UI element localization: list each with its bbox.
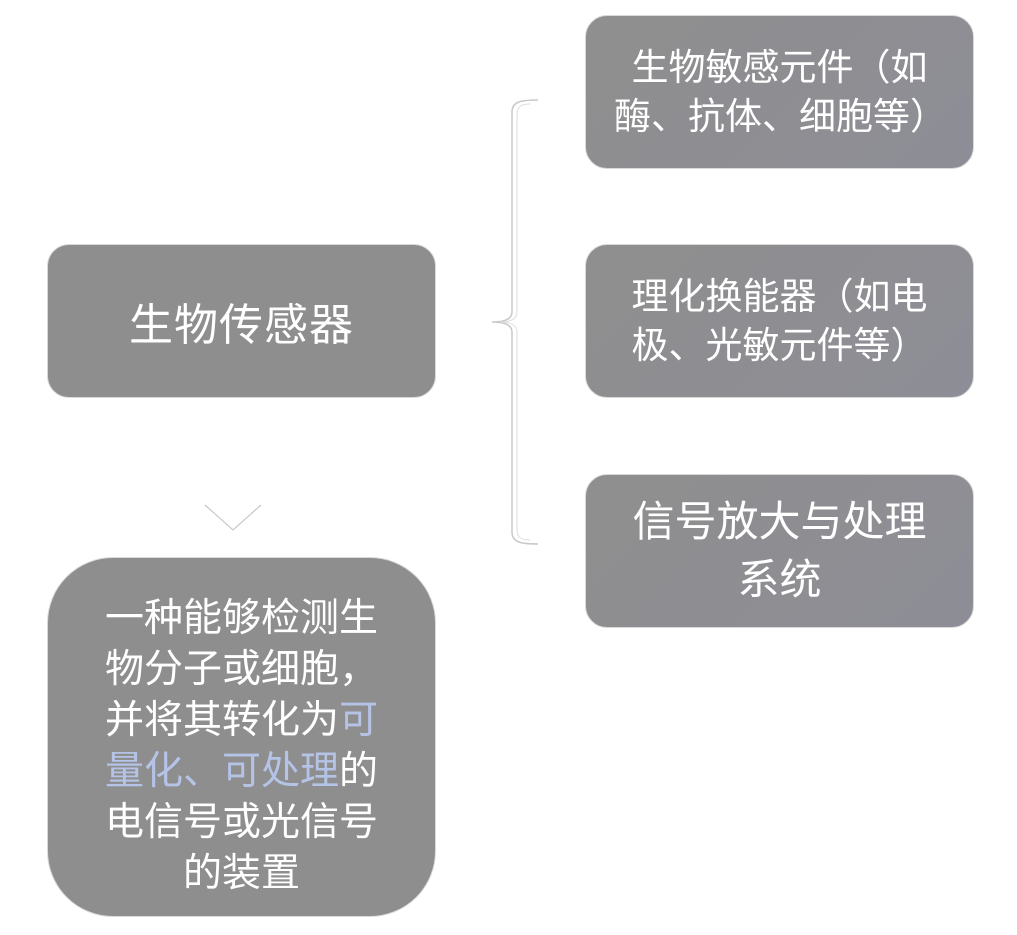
brace-connector <box>491 99 539 545</box>
component-node-transducer: 理化换能器（如电极、光敏元件等） <box>585 244 974 398</box>
chevron-down-icon <box>204 504 262 531</box>
component-label: 信号放大与处理系统 <box>632 497 927 604</box>
brace-connector-inner <box>499 103 531 541</box>
definition-highlight: 可量化、可处理 <box>104 698 379 794</box>
definition-segment: 一种能够检测生物分子或细胞，并将其转化为 <box>104 596 378 743</box>
root-node-biosensor: 生物传感器 <box>47 244 436 398</box>
definition-text: 一种能够检测生物分子或细胞，并将其转化为可量化、可处理的电信号或光信号的装置 <box>92 593 392 899</box>
component-node-signal-processing: 信号放大与处理系统 <box>585 474 974 628</box>
component-label: 理化换能器（如电极、光敏元件等） <box>631 275 928 367</box>
root-node-label: 生物传感器 <box>129 300 354 351</box>
definition-segment: 的电信号或光信号的装置 <box>104 749 379 896</box>
component-label: 生物敏感元件（如酶、抗体、细胞等） <box>614 46 947 138</box>
definition-node: 一种能够检测生物分子或细胞，并将其转化为可量化、可处理的电信号或光信号的装置 <box>47 557 436 917</box>
component-node-bio-sensing-element: 生物敏感元件（如酶、抗体、细胞等） <box>585 15 974 169</box>
